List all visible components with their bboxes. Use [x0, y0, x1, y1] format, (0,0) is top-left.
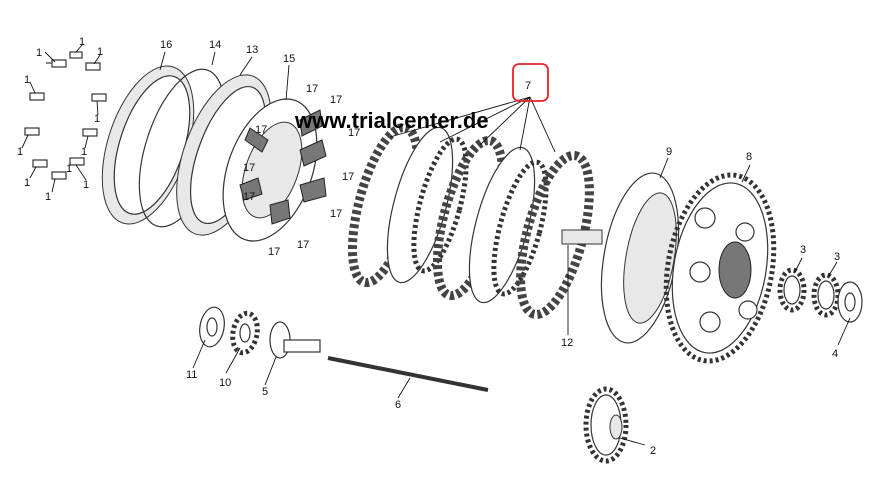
callout-17: 17	[255, 124, 267, 136]
callout-15: 15	[283, 53, 295, 65]
clutch-basket	[600, 172, 680, 344]
callout-7: 7	[525, 80, 531, 92]
push-piece	[269, 321, 321, 359]
callout-1: 1	[24, 177, 30, 189]
screw	[91, 93, 107, 102]
screw	[69, 157, 85, 166]
callout-4: 4	[832, 348, 838, 360]
callout-12: 12	[561, 337, 573, 349]
leader-lines	[21, 44, 851, 446]
thrust-washer	[199, 306, 225, 348]
callout-17: 17	[306, 83, 318, 95]
callout-5: 5	[262, 386, 268, 398]
callout-labels: 1 1 1 1 1 1 1 1 1 1 1 16 14 13 15 17 17 …	[17, 36, 840, 457]
screw	[85, 62, 101, 71]
callout-11: 11	[186, 369, 197, 381]
callout-14: 14	[209, 39, 221, 51]
callout-3: 3	[834, 251, 840, 263]
callout-13: 13	[246, 44, 258, 56]
callout-16: 16	[160, 39, 172, 51]
callout-1: 1	[24, 74, 30, 86]
callout-8: 8	[746, 151, 752, 163]
callout-17: 17	[348, 127, 360, 139]
callout-10: 10	[219, 377, 231, 389]
callout-1: 1	[83, 179, 89, 191]
callout-17: 17	[268, 246, 280, 258]
callout-17: 17	[330, 208, 342, 220]
screw	[82, 128, 98, 137]
clutch-disc-pack	[347, 122, 603, 320]
needle-bearing	[777, 267, 807, 313]
callout-1: 1	[81, 146, 87, 158]
push-rod	[327, 356, 489, 392]
hub-shaft	[561, 229, 603, 245]
screw	[51, 171, 67, 180]
callout-2: 2	[650, 445, 656, 457]
callout-17: 17	[243, 162, 255, 174]
callout-17: 17	[243, 191, 255, 203]
screw	[29, 92, 45, 101]
watermark-text: www.trialcenter.de	[294, 108, 489, 133]
callout-17: 17	[330, 94, 342, 106]
washer	[837, 281, 863, 323]
callout-1: 1	[79, 36, 85, 48]
callout-1: 1	[45, 191, 51, 203]
primary-gear	[663, 172, 777, 364]
callout-1: 1	[94, 113, 100, 125]
screw-group	[24, 51, 107, 180]
callout-17: 17	[342, 171, 354, 183]
callout-17: 17	[297, 239, 309, 251]
pressure-plate	[222, 98, 327, 242]
drive-gear	[583, 386, 629, 464]
callout-9: 9	[666, 146, 672, 158]
callout-1: 1	[66, 163, 72, 175]
thrust-bearing	[230, 310, 260, 356]
screw	[24, 127, 40, 136]
callout-3: 3	[800, 244, 806, 256]
screw	[32, 159, 48, 168]
screw	[69, 51, 83, 59]
highlight-box	[512, 63, 549, 102]
callout-6: 6	[395, 399, 401, 411]
needle-bearing	[811, 272, 841, 318]
callout-1: 1	[17, 146, 23, 158]
screw	[46, 59, 67, 68]
callout-1: 1	[97, 46, 103, 58]
callout-1: 1	[36, 47, 42, 59]
